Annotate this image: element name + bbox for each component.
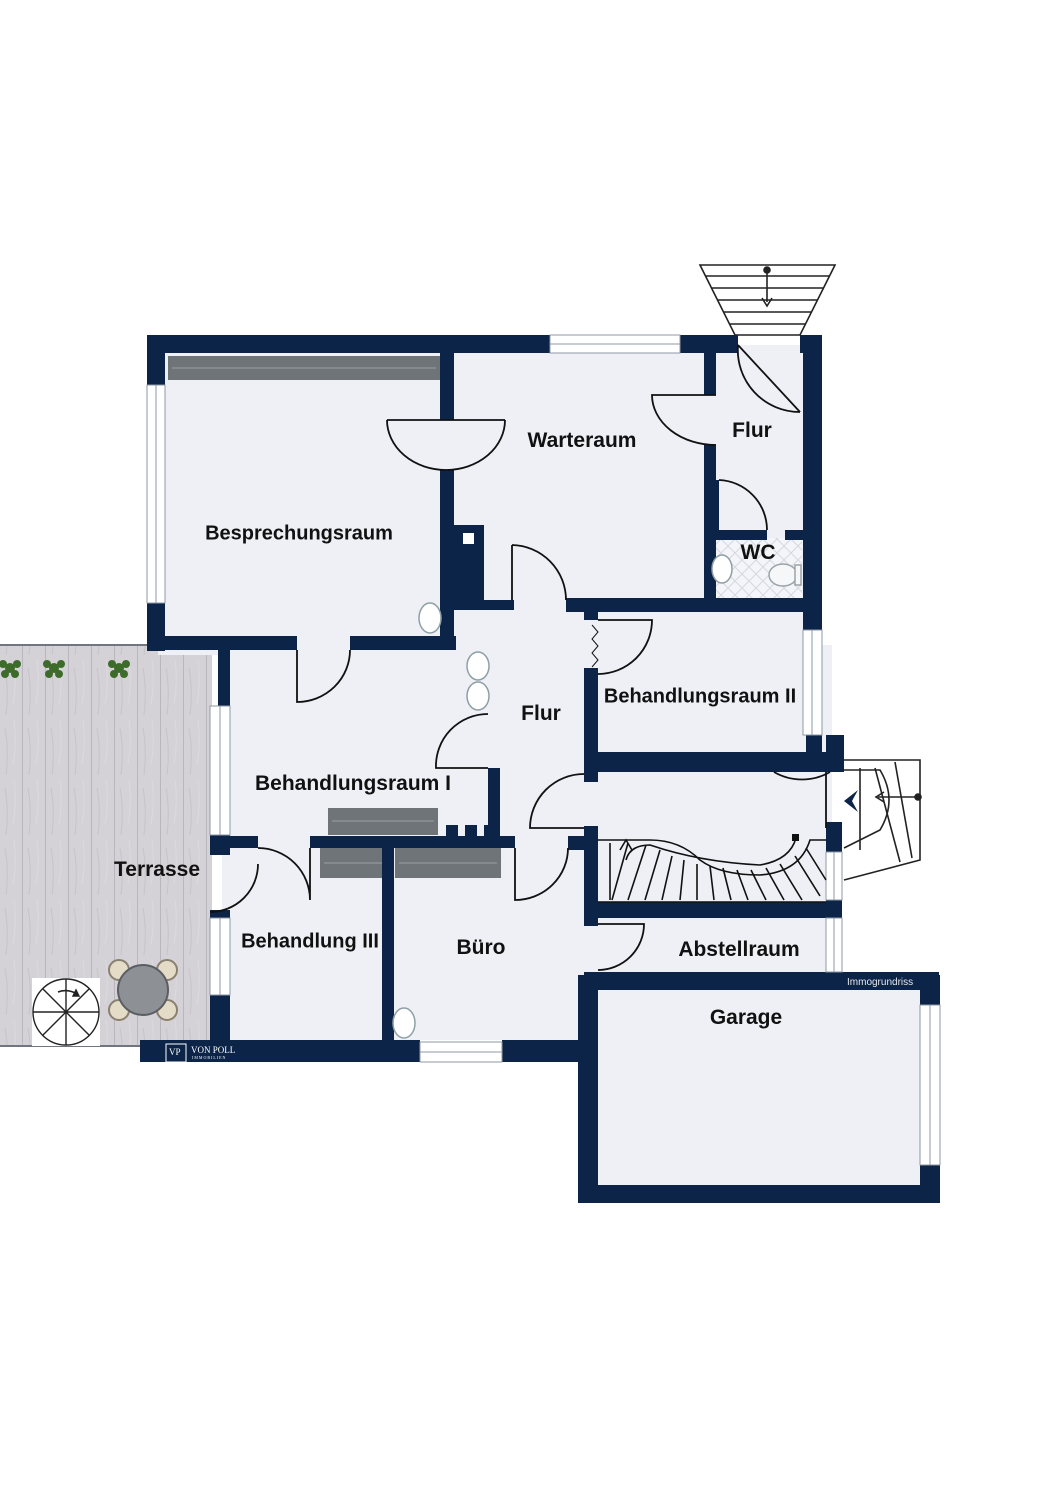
room-label-warteraum: Warteraum — [527, 429, 637, 452]
entrance-stair-right — [843, 759, 922, 881]
room-label-besprechungsraum: Besprechungsraum — [205, 522, 393, 545]
plan-credit: Immogrundriss — [847, 977, 914, 988]
sink-icon — [392, 554, 733, 1039]
plant-icon — [108, 660, 130, 678]
entrance-stair-top — [698, 264, 837, 336]
room-label-buero: Büro — [456, 936, 506, 959]
stair-post — [792, 834, 799, 841]
room-label-behandlungsraum-1: Behandlungsraum I — [254, 772, 452, 795]
entrance-arrow-icon — [844, 790, 858, 812]
room-label-flur-center: Flur — [521, 702, 561, 725]
terrace-deck — [0, 645, 212, 1045]
chimney-icon — [463, 533, 474, 544]
window-glass — [155, 343, 931, 1165]
room-label-behandlung-3: Behandlung III — [241, 930, 379, 953]
spiral-stair-icon — [32, 978, 100, 1046]
room-label-wc: WC — [740, 541, 776, 564]
doors — [209, 344, 831, 971]
room-label-terrasse: Terrasse — [113, 858, 201, 881]
stairs — [598, 837, 827, 903]
room-label-flur-top: Flur — [732, 419, 772, 442]
walls — [140, 335, 940, 1203]
cabinet-grain — [172, 367, 497, 864]
brand-name: VON POLL — [191, 1045, 236, 1055]
folding-door — [591, 624, 599, 668]
brand-sub: IMMOBILIEN — [192, 1055, 227, 1060]
brand-monogram: VP — [169, 1047, 181, 1057]
toilet-icon — [768, 563, 802, 587]
room-label-behandlungsraum-2: Behandlungsraum II — [603, 685, 797, 708]
table-chairs-icon — [108, 959, 178, 1021]
room-label-garage: Garage — [709, 1006, 783, 1029]
plant-icon — [0, 660, 21, 678]
plant-icon — [43, 660, 65, 678]
brand-tile — [165, 1043, 187, 1063]
room-floors — [158, 345, 935, 1190]
room-label-abstellraum: Abstellraum — [678, 938, 800, 961]
